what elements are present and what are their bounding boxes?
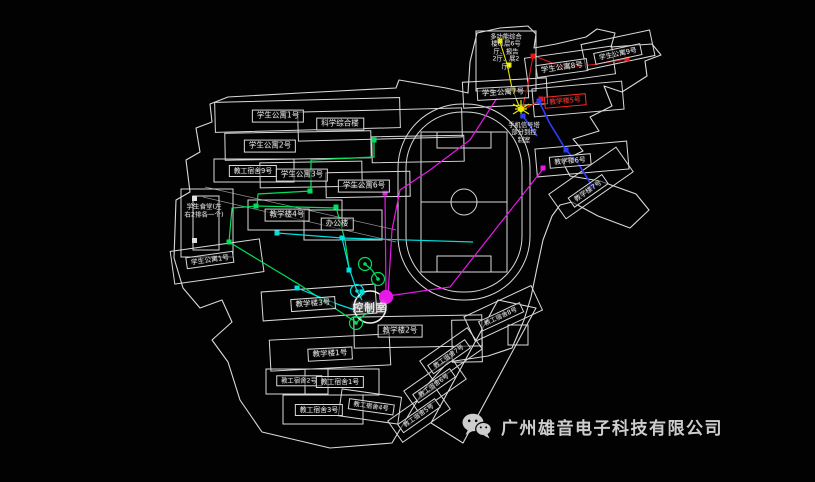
yellow-device-marker (510, 86, 516, 92)
cable-yellow (499, 41, 520, 107)
cable-magenta (384, 97, 544, 297)
wechat-icon (462, 413, 492, 439)
green-junction-symbol (370, 271, 386, 287)
yellow-device-marker (506, 62, 512, 68)
red-device-marker (624, 56, 630, 62)
control-room-circle (353, 290, 387, 324)
cyan-device-marker (346, 267, 352, 273)
green-device-marker (253, 203, 259, 209)
magenta-device-marker (540, 165, 546, 171)
green-device-marker (333, 204, 339, 210)
stadium-track (397, 103, 531, 301)
watermark: 广州雄音电子科技有限公司 (462, 413, 723, 439)
campus-boundary (173, 25, 662, 449)
green-junction-symbol (357, 256, 373, 272)
green-junction-symbol (348, 315, 364, 331)
white-device-markers (192, 196, 197, 243)
cyan-junction-symbol (349, 283, 365, 299)
junction-symbols (348, 256, 394, 331)
device-markers (226, 38, 630, 295)
cyan-device-marker (274, 230, 280, 236)
cyan-device-marker (339, 235, 345, 241)
magenta-junction-symbol (378, 289, 394, 305)
building-outlines (169, 29, 656, 443)
green-junction-dot (376, 277, 380, 281)
magenta-device-marker (382, 190, 388, 196)
cyan-device-marker (359, 289, 365, 295)
cyan-device-marker (294, 285, 300, 291)
blue-device-marker (520, 113, 526, 119)
blue-device-marker (536, 98, 542, 104)
watermark-company: 广州雄音电子科技有限公司 (501, 418, 723, 439)
green-device-marker (371, 137, 377, 143)
cyan-junction-dot (355, 289, 359, 293)
green-junction-dot (354, 321, 358, 325)
blue-device-marker (589, 183, 595, 189)
blue-device-marker (563, 147, 569, 153)
signal-tower-icon (512, 100, 530, 118)
green-junction-dot (363, 262, 367, 266)
green-device-marker (307, 188, 313, 194)
red-device-marker (530, 53, 536, 59)
yellow-device-marker (497, 38, 503, 44)
green-device-marker (226, 239, 232, 245)
